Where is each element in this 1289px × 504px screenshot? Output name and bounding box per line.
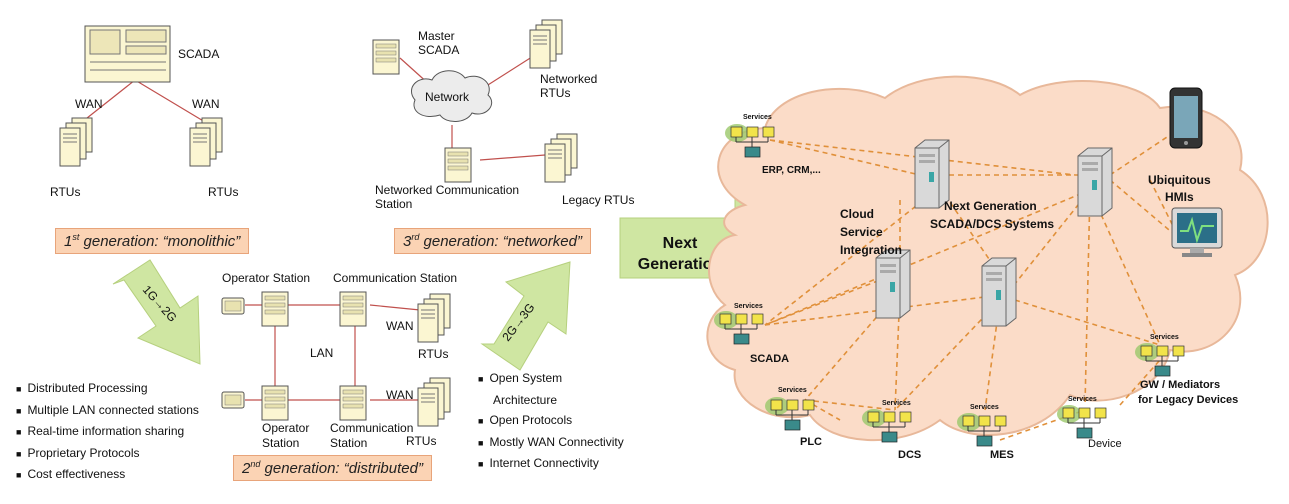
next-generation-label-2: Generation [638,256,722,273]
cloud-plc-label: PLC [800,436,822,448]
gen2-operator-station-label: Operator Station [222,271,310,285]
gen3-master-label-2: SCADA [418,43,459,57]
rtus-top-icon [417,293,451,343]
rtus-bottom-icon [417,377,451,427]
gen1-rtus-right-label: RTUs [208,185,238,199]
cloud-server-right-icon [981,257,1017,327]
cloud-group: Services Services Services Services Serv… [706,75,1269,461]
networked-rtus-icon [529,19,563,69]
operator-station-bottom-icon [261,385,289,421]
comm-station-icon [444,147,472,183]
cloud-shape [706,75,1269,442]
services-label-dcs: Services [882,400,911,407]
master-scada-icon [372,39,400,75]
hmi-monitor-icon [1171,207,1223,257]
cloud-scada-label: SCADA [750,353,789,365]
hmi-label-2: HMIs [1165,190,1194,204]
service-unit-device-icon [1056,404,1107,439]
gw-label-1: GW / Mediators [1140,379,1220,391]
list-item: ■Real-time information sharing [16,424,185,438]
gen2-rtus-bottom-label: RTUs [406,434,436,448]
list-item: Architecture [493,392,558,407]
gen2-communication-station-label: Communication Station [333,271,457,285]
services-label-scada: Services [734,303,763,310]
gen3-legacy-rtus-label: Legacy RTUs [562,193,634,207]
gen2-comm-b2: Station [330,436,367,450]
legacy-rtus-icon [544,133,578,183]
gen2-operator-b2: Station [262,436,299,450]
gen2-wan-bottom-label: WAN [386,388,414,402]
list-item: ■Internet Connectivity [478,456,599,470]
services-label-mes: Services [970,404,999,411]
cloud-service-label-1: Cloud [840,207,874,221]
gen3-feature-list: ■Open System Architecture ■Open Protocol… [478,368,624,475]
network-cloud-icon [410,70,493,122]
smartphone-icon [1169,87,1203,149]
gen1-rtus-left-label: RTUs [50,185,80,199]
rtu-right-icon [189,117,223,167]
services-label-plc: Services [778,387,807,394]
list-item: ■Proprietary Protocols [16,445,140,460]
cloud-service-label-2: Service [840,225,883,239]
list-item: ■Multiple LAN connected stations [16,402,199,417]
comm-station-bottom-icon [339,385,367,421]
hmi-link [1149,179,1176,231]
comm-station-top-icon [339,291,367,327]
cloud-service-label-3: Integration [840,243,902,257]
cloud-dcs-label: DCS [898,449,921,461]
gen2-label-box: 2nd generation: “distributed” [233,455,432,481]
cloud-mes-label: MES [990,449,1014,461]
cloud-device-label: Device [1088,438,1122,450]
operator-station-top-icon [261,291,289,327]
services-label-device: Services [1068,396,1097,403]
gen3-group: Master SCADA Network Networked RTUs Netw… [372,19,634,211]
erp-crm-label: ERP, CRM,... [762,165,821,176]
gen2-rtus-top-label: RTUs [418,347,448,361]
gen1-wan-right-label: WAN [192,97,220,111]
hmi-label-1: Ubiquitous [1148,173,1211,187]
list-item: ■Open Protocols [478,413,573,427]
services-label-erp: Services [743,114,772,121]
list-item: ■Mostly WAN Connectivity [478,434,624,449]
rtu-left-icon [59,117,93,167]
gen3-networked-rtus-2: RTUs [540,86,570,100]
gen3-comm-station-2: Station [375,197,412,211]
operator-monitor-bottom-icon [221,391,245,409]
cloud-server-top-right-icon [1077,147,1113,217]
gen3-master-label-1: Master [418,29,455,43]
gen2-feature-list: ■Distributed Processing ■Multiple LAN co… [16,378,199,486]
services-label-gw: Services [1150,334,1179,341]
next-gen-scada-label-2: SCADA/DCS Systems [930,217,1054,231]
gen1-scada-label: SCADA [178,47,219,61]
arrow-1g-2g: 1G→2G [112,259,201,365]
next-gen-scada-label-1: Next Generation [944,199,1037,213]
gen1-wan-left-label: WAN [75,97,103,111]
gen3-networked-rtus-1: Networked [540,72,597,86]
gen3-comm-station-1: Networked Communication [375,183,519,197]
gw-label-2: for Legacy Devices [1138,394,1238,406]
gen2-group: Operator Station Communication Station W… [221,271,457,450]
list-item: ■Open System [478,371,563,385]
next-generation-label-1: Next [663,235,698,252]
arrow-2g-3g: 2G→3G [480,261,571,371]
list-item: ■Cost effectiveness [16,467,126,481]
gen2-comm-b1: Communication [330,421,413,435]
gen2-operator-b1: Operator [262,421,309,435]
gen3-network-label: Network [425,90,470,104]
list-item: ■Distributed Processing [16,381,148,395]
cloud-server-middle-icon [875,249,911,319]
scada-mainframe-icon [84,25,171,83]
gen3-label-box: 3rd generation: “networked” [394,228,591,254]
gen1-group: SCADA WAN WAN RTUs RTUs [50,25,238,199]
cloud-server-top-left-icon [914,139,950,209]
operator-monitor-top-icon [221,297,245,315]
gen2-wan-top-label: WAN [386,319,414,333]
gen1-label-box: 1st generation: “monolithic” [55,228,250,254]
gen2-lan-label: LAN [310,346,333,360]
